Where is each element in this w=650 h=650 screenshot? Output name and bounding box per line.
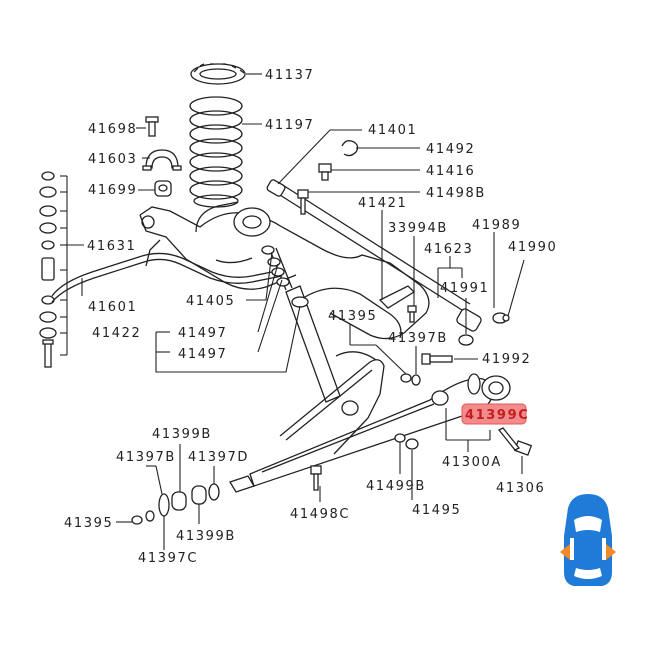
nut-41990-part[interactable] bbox=[502, 314, 510, 322]
label-41421[interactable]: 41421 bbox=[358, 196, 407, 211]
label-41399C[interactable]: 41399C bbox=[465, 408, 529, 423]
highlight-41399C bbox=[461, 403, 527, 425]
trailing-arm-part[interactable] bbox=[229, 375, 511, 493]
label-41992[interactable]: 41992 bbox=[482, 352, 531, 367]
bracket-41603-part[interactable] bbox=[142, 149, 182, 171]
label-41990[interactable]: 41990 bbox=[508, 240, 557, 255]
label-41497-lower[interactable]: 41497 bbox=[178, 347, 227, 362]
label-41399B-upper[interactable]: 41399B bbox=[152, 427, 212, 442]
label-41137[interactable]: 41137 bbox=[265, 68, 314, 83]
label-41498C[interactable]: 41498C bbox=[290, 507, 350, 522]
label-41395-lower[interactable]: 41395 bbox=[64, 516, 113, 531]
bolt-33994B-part[interactable] bbox=[407, 305, 417, 323]
bushing-41699-part[interactable] bbox=[154, 180, 172, 197]
label-41631[interactable]: 41631 bbox=[87, 239, 136, 254]
label-41492[interactable]: 41492 bbox=[426, 142, 475, 157]
label-41498B[interactable]: 41498B bbox=[426, 186, 486, 201]
label-41699[interactable]: 41699 bbox=[88, 183, 137, 198]
nut-41395-lower-part[interactable] bbox=[131, 510, 155, 525]
label-41416[interactable]: 41416 bbox=[426, 164, 475, 179]
washer-41495-part[interactable] bbox=[405, 438, 419, 450]
vehicle-rear-position-icon bbox=[560, 494, 616, 586]
label-41405[interactable]: 41405 bbox=[186, 294, 235, 309]
label-41497-upper[interactable]: 41497 bbox=[178, 326, 227, 341]
label-41397D[interactable]: 41397D bbox=[188, 450, 249, 465]
bolt-41698-part[interactable] bbox=[145, 116, 159, 137]
label-41499B[interactable]: 41499B bbox=[366, 479, 426, 494]
label-41395-upper[interactable]: 41395 bbox=[328, 309, 377, 324]
bushing-41399C-part[interactable] bbox=[467, 373, 481, 395]
nut-41499B-part[interactable] bbox=[394, 433, 406, 443]
left-marker-icon bbox=[560, 544, 570, 560]
label-41197[interactable]: 41197 bbox=[265, 118, 314, 133]
label-41623[interactable]: 41623 bbox=[424, 242, 473, 257]
car-body-icon bbox=[564, 494, 612, 586]
stabilizer-link-stack[interactable] bbox=[39, 171, 68, 368]
washer-41397B-lower-part[interactable] bbox=[158, 493, 170, 517]
coil-spring-part[interactable] bbox=[189, 96, 243, 208]
bolt-41992-part[interactable] bbox=[421, 353, 453, 365]
label-41698[interactable]: 41698 bbox=[88, 122, 137, 137]
label-41306[interactable]: 41306 bbox=[496, 481, 545, 496]
rear-axle-housing[interactable] bbox=[139, 201, 430, 340]
bolt-41306-part[interactable] bbox=[497, 427, 533, 456]
label-41603[interactable]: 41603 bbox=[88, 152, 137, 167]
label-33994B[interactable]: 33994B bbox=[388, 221, 448, 236]
bushing-41399B-upper-part[interactable] bbox=[171, 491, 187, 511]
label-41397B-upper[interactable]: 41397B bbox=[388, 331, 448, 346]
label-41422[interactable]: 41422 bbox=[92, 326, 141, 341]
upper-arm-part[interactable] bbox=[279, 351, 385, 455]
right-marker-icon bbox=[606, 544, 616, 560]
bracket-41421-part[interactable] bbox=[378, 285, 416, 309]
shock-absorber-part[interactable] bbox=[261, 245, 341, 403]
bolt-41498C-part[interactable] bbox=[310, 465, 322, 491]
washer-41397B-upper-part[interactable] bbox=[411, 374, 421, 386]
nut-41416-part[interactable] bbox=[318, 163, 332, 181]
label-41300A[interactable]: 41300A bbox=[442, 455, 502, 470]
label-41991[interactable]: 41991 bbox=[440, 281, 489, 296]
bushing-41991-part[interactable] bbox=[458, 334, 474, 346]
washer-41397D-part[interactable] bbox=[208, 483, 220, 501]
stabilizer-bar-part[interactable] bbox=[51, 252, 283, 303]
label-41989[interactable]: 41989 bbox=[472, 218, 521, 233]
label-41397B-lower[interactable]: 41397B bbox=[116, 450, 176, 465]
label-41401[interactable]: 41401 bbox=[368, 123, 417, 138]
label-41601[interactable]: 41601 bbox=[88, 300, 137, 315]
bushing-41399B-lower-part[interactable] bbox=[191, 485, 207, 505]
clip-41492-part[interactable] bbox=[341, 140, 359, 157]
label-41495[interactable]: 41495 bbox=[412, 503, 461, 518]
nut-41395-upper-part[interactable] bbox=[400, 373, 412, 383]
bolt-41498B-part[interactable] bbox=[297, 189, 309, 215]
spring-seat-part[interactable] bbox=[190, 63, 246, 85]
label-41397C[interactable]: 41397C bbox=[138, 551, 198, 566]
label-41399B-lower[interactable]: 41399B bbox=[176, 529, 236, 544]
